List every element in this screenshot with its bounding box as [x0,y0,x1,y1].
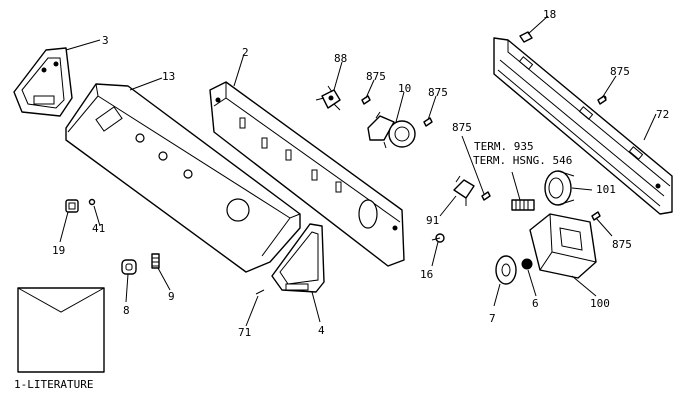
part-2-panel-bracket [209,81,405,267]
part-91-switch [453,175,475,206]
part-9-spring [151,253,160,269]
callout-9: 9 [168,290,175,303]
part-101-motor [544,170,575,206]
part-41-screw [88,198,96,206]
callout-3: 3 [102,34,109,47]
callout-41: 41 [92,222,105,235]
part-3-end-cap [13,47,73,117]
callout-4: 4 [318,324,325,337]
part-72-mounting-plate [493,37,673,215]
callout-875-a: 875 [366,70,386,83]
leader-lines [59,15,657,327]
callout-91: 91 [426,214,439,227]
term-935-label: TERM. 935 [474,140,534,153]
part-100-timer-module [529,213,597,279]
part-6-knob [521,258,533,270]
callout-875-d: 875 [452,121,472,134]
part-8-knob [121,259,137,275]
callout-16: 16 [420,268,433,281]
callout-13: 13 [162,70,175,83]
callout-71: 71 [238,326,251,339]
callout-875-c: 875 [610,65,630,78]
callout-101: 101 [596,183,616,196]
callout-88: 88 [334,52,347,65]
callout-6: 6 [532,297,539,310]
callout-2: 2 [242,46,249,59]
callout-18: 18 [543,8,556,21]
callout-72: 72 [656,108,669,121]
callout-875-e: 875 [612,238,632,251]
term-hsng-546 [511,199,535,211]
literature-label: 1-LITERATURE [14,378,93,391]
literature-envelope [17,287,105,373]
callout-8: 8 [123,304,130,317]
callout-875-b: 875 [428,86,448,99]
part-88-switch [315,85,341,111]
callout-100: 100 [590,297,610,310]
part-10-timer [367,111,416,149]
callout-7: 7 [489,312,496,325]
callout-19: 19 [52,244,65,257]
part-19-knob [65,199,79,213]
callout-10: 10 [398,82,411,95]
part-13-control-panel [65,83,301,273]
part-16-screw [431,233,445,243]
part-71-screw [255,289,265,295]
term-hsng-546-label: TERM. HSNG. 546 [473,154,572,167]
part-4-end-cap [271,223,325,293]
part-18-screw [519,31,533,43]
part-7-dial [495,255,517,285]
